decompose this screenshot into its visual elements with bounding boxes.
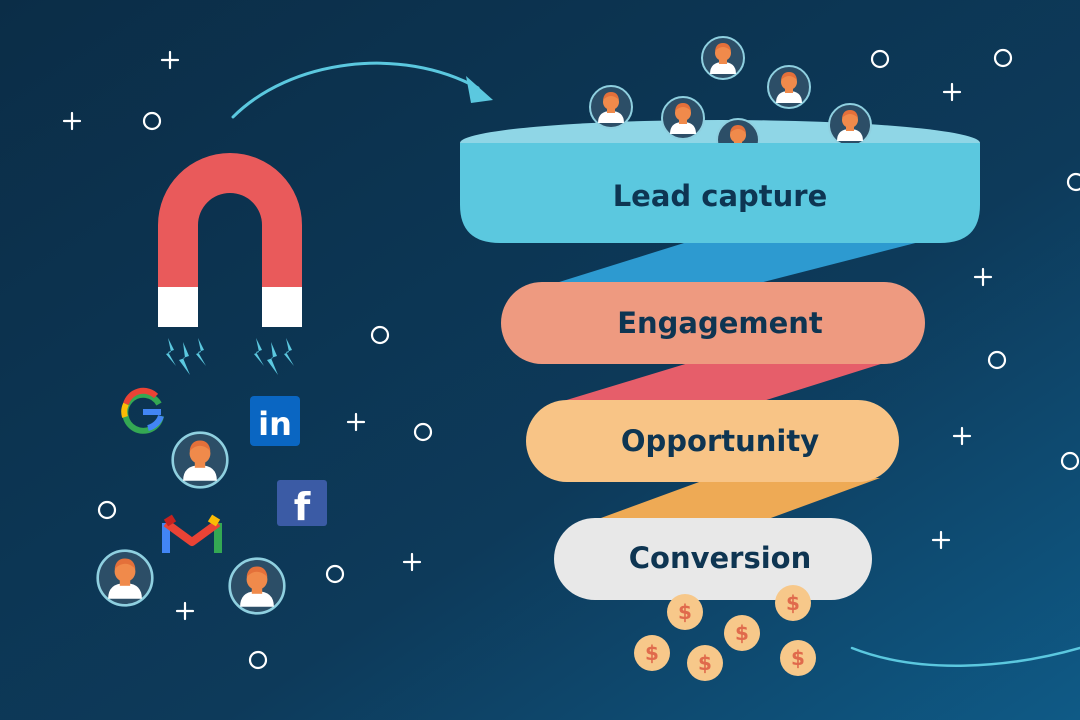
magnet-icon xyxy=(158,153,302,375)
person-avatar xyxy=(228,557,286,615)
person-avatar xyxy=(96,549,154,607)
dollar-coin-icon xyxy=(634,635,670,671)
funnel-stage-engagement: Engagement xyxy=(501,282,925,364)
svg-text:f: f xyxy=(294,485,311,529)
person-avatar xyxy=(828,103,872,147)
gmail-icon xyxy=(162,514,222,553)
stage-label: Lead capture xyxy=(613,179,828,213)
person-avatar xyxy=(767,65,811,109)
person-avatar xyxy=(171,431,229,489)
funnel-stage-opportunity: Opportunity xyxy=(526,400,899,482)
person-avatar xyxy=(589,85,633,129)
dollar-coin-icon xyxy=(724,615,760,651)
decorative-arc xyxy=(850,646,1080,667)
dollar-coin-icon xyxy=(780,640,816,676)
person-avatar xyxy=(701,36,745,80)
stage-label: Opportunity xyxy=(621,424,819,458)
svg-text:in: in xyxy=(258,405,292,443)
google-icon xyxy=(121,387,164,434)
dollar-coin-icon xyxy=(775,585,811,621)
stage-label: Conversion xyxy=(629,541,812,575)
dollar-coin-icon xyxy=(687,645,723,681)
facebook-icon: f xyxy=(277,480,327,529)
funnel-stage-lead-capture: Lead capture xyxy=(460,143,980,243)
person-avatar xyxy=(661,96,705,140)
flow-arrow xyxy=(231,61,493,119)
funnel-stage-conversion: Conversion xyxy=(554,518,872,600)
dollar-coin-icon xyxy=(667,594,703,630)
lightning-icon xyxy=(166,338,294,375)
stage-label: Engagement xyxy=(617,306,823,340)
linkedin-icon: in xyxy=(250,396,300,446)
funnel-connectors xyxy=(540,238,935,522)
